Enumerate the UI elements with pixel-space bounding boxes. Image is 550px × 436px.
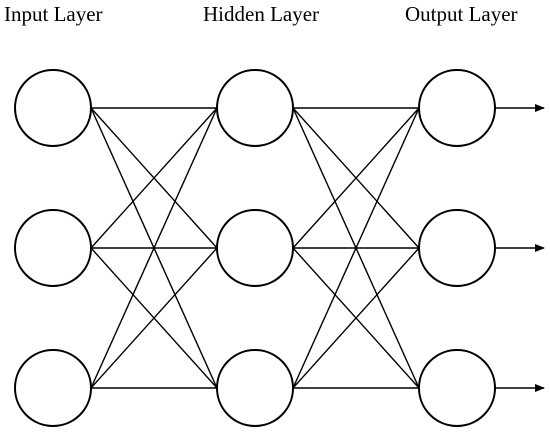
edge-input3-hidden2 (90, 247, 218, 389)
output-node-1 (418, 69, 496, 147)
edge-input2-hidden1 (90, 107, 218, 249)
output-node-2 (418, 209, 496, 287)
edge-hidden3-output2 (292, 247, 420, 389)
hidden-node-2 (216, 209, 294, 287)
output-layer-label: Output Layer (405, 2, 518, 26)
hidden-node-1 (216, 69, 294, 147)
hidden-node-3 (216, 349, 294, 427)
input-layer-label: Input Layer (4, 2, 103, 26)
edge-hidden3-output1 (292, 107, 420, 389)
edge-input3-hidden1 (90, 107, 218, 389)
input-node-1 (14, 69, 92, 147)
output-node-3 (418, 349, 496, 427)
input-node-2 (14, 209, 92, 287)
hidden-layer-label: Hidden Layer (203, 2, 320, 26)
edge-hidden2-output1 (292, 107, 420, 249)
input-node-3 (14, 349, 92, 427)
